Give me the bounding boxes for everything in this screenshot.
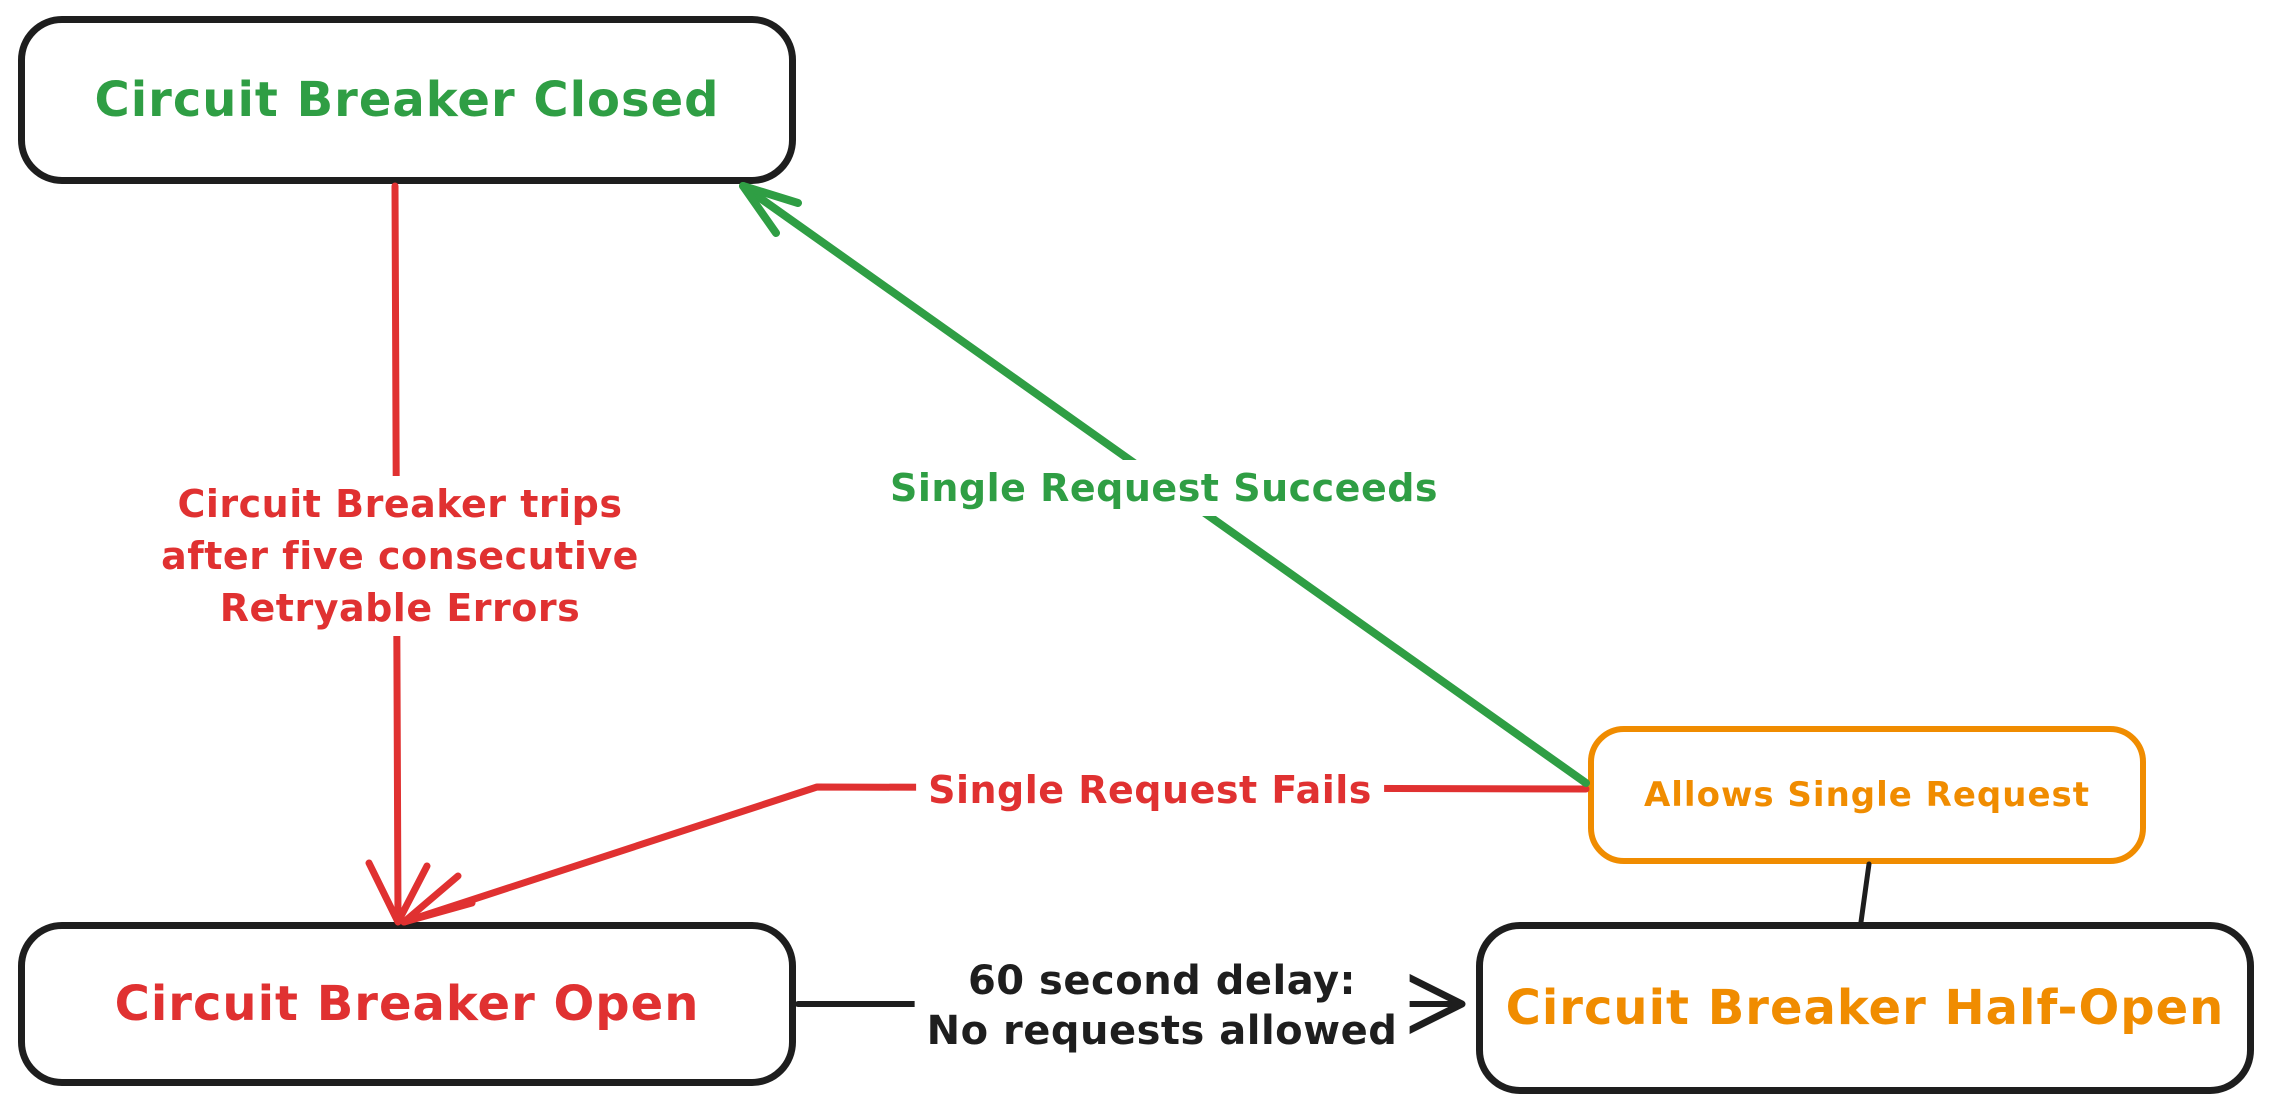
edge-allows-link-line bbox=[1858, 861, 1872, 925]
edge-label-trip: Circuit Breaker trips after five consecu… bbox=[149, 476, 651, 636]
node-circuit-breaker-half-open: Circuit Breaker Half-Open bbox=[1476, 922, 2254, 1094]
edge-label-fail-text: Single Request Fails bbox=[928, 768, 1372, 812]
edge-label-trip-line3: Retryable Errors bbox=[219, 586, 581, 630]
edge-label-succeed-text: Single Request Succeeds bbox=[889, 466, 1439, 510]
edge-label-succeed: Single Request Succeeds bbox=[877, 460, 1451, 516]
edge-label-trip-line1: Circuit Breaker trips bbox=[177, 482, 623, 526]
node-closed-label: Circuit Breaker Closed bbox=[94, 72, 720, 128]
edge-succeed-arrowhead bbox=[739, 182, 802, 237]
edge-label-fail: Single Request Fails bbox=[916, 762, 1384, 818]
edge-label-trip-line2: after five consecutive bbox=[161, 534, 639, 578]
edge-trip-arrowhead bbox=[365, 859, 431, 926]
edge-label-delay-line2: No requests allowed bbox=[926, 1008, 1398, 1054]
node-circuit-breaker-closed: Circuit Breaker Closed bbox=[18, 16, 796, 184]
node-allows-label: Allows Single Request bbox=[1643, 775, 2091, 815]
node-half-open-label: Circuit Breaker Half-Open bbox=[1505, 980, 2225, 1036]
edge-fail-arrowhead bbox=[400, 872, 476, 926]
node-open-label: Circuit Breaker Open bbox=[114, 976, 700, 1032]
node-allows-single-request: Allows Single Request bbox=[1588, 726, 2146, 864]
edge-label-delay-line1: 60 second delay: bbox=[967, 958, 1357, 1004]
node-circuit-breaker-open: Circuit Breaker Open bbox=[18, 922, 796, 1086]
edge-label-delay: 60 second delay: No requests allowed bbox=[914, 954, 1410, 1058]
